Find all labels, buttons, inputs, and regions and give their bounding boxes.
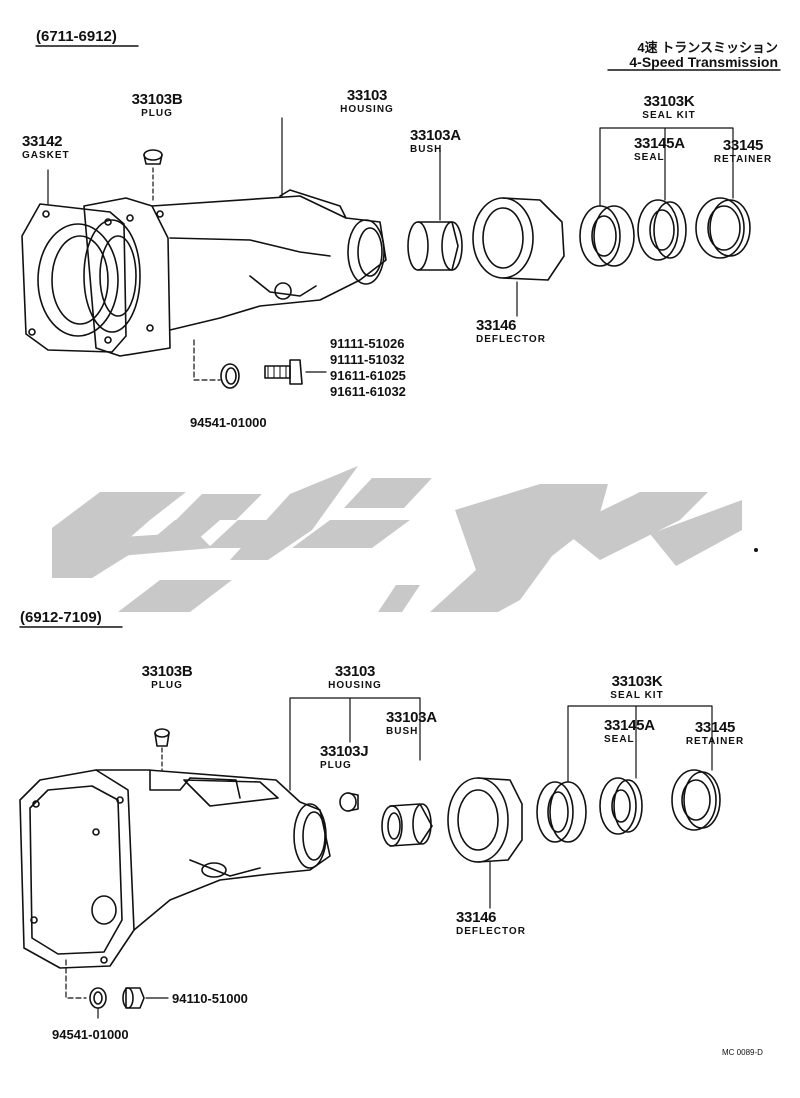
lower-housing-drawing [19,697,421,969]
upper-washer-number: 94541-01000 [190,415,267,430]
lower-washer-number: 94541-01000 [52,1027,129,1042]
title-japanese: 4速 トランスミッション [637,40,778,55]
upper-bolt-number-3: 91611-61025 [330,368,406,383]
lower-bush-drawing [381,803,433,847]
lower-nut-number: 94110-51000 [172,991,248,1006]
lower-plug-j-drawing [339,792,359,812]
upper-seal-kit-drawing [579,127,751,267]
upper-deflector-drawing [472,197,565,317]
upper-bolt-number-4: 91611-61032 [330,384,406,399]
lower-plug-drawing [154,728,170,771]
upper-gasket-drawing [21,169,127,353]
title-english: 4-Speed Transmission [629,54,778,70]
lower-nut-washer-drawing [65,959,169,1019]
upper-plug-drawing [143,149,163,203]
upper-bolt-number-1: 91111-51026 [330,336,405,351]
upper-housing-drawing [83,117,387,357]
upper-bolt-number-2: 91111-51032 [330,352,405,367]
upper-range: (6711-6912) [36,28,117,45]
lower-deflector-drawing [447,777,523,909]
upper-washer-bolt-drawing [193,339,327,389]
watermark-logo [52,466,742,612]
upper-bush-drawing [407,149,463,271]
lower-seal-kit-drawing [536,705,721,843]
diagram-code: MC 0089-D [722,1048,763,1057]
lower-range: (6912-7109) [20,609,102,626]
